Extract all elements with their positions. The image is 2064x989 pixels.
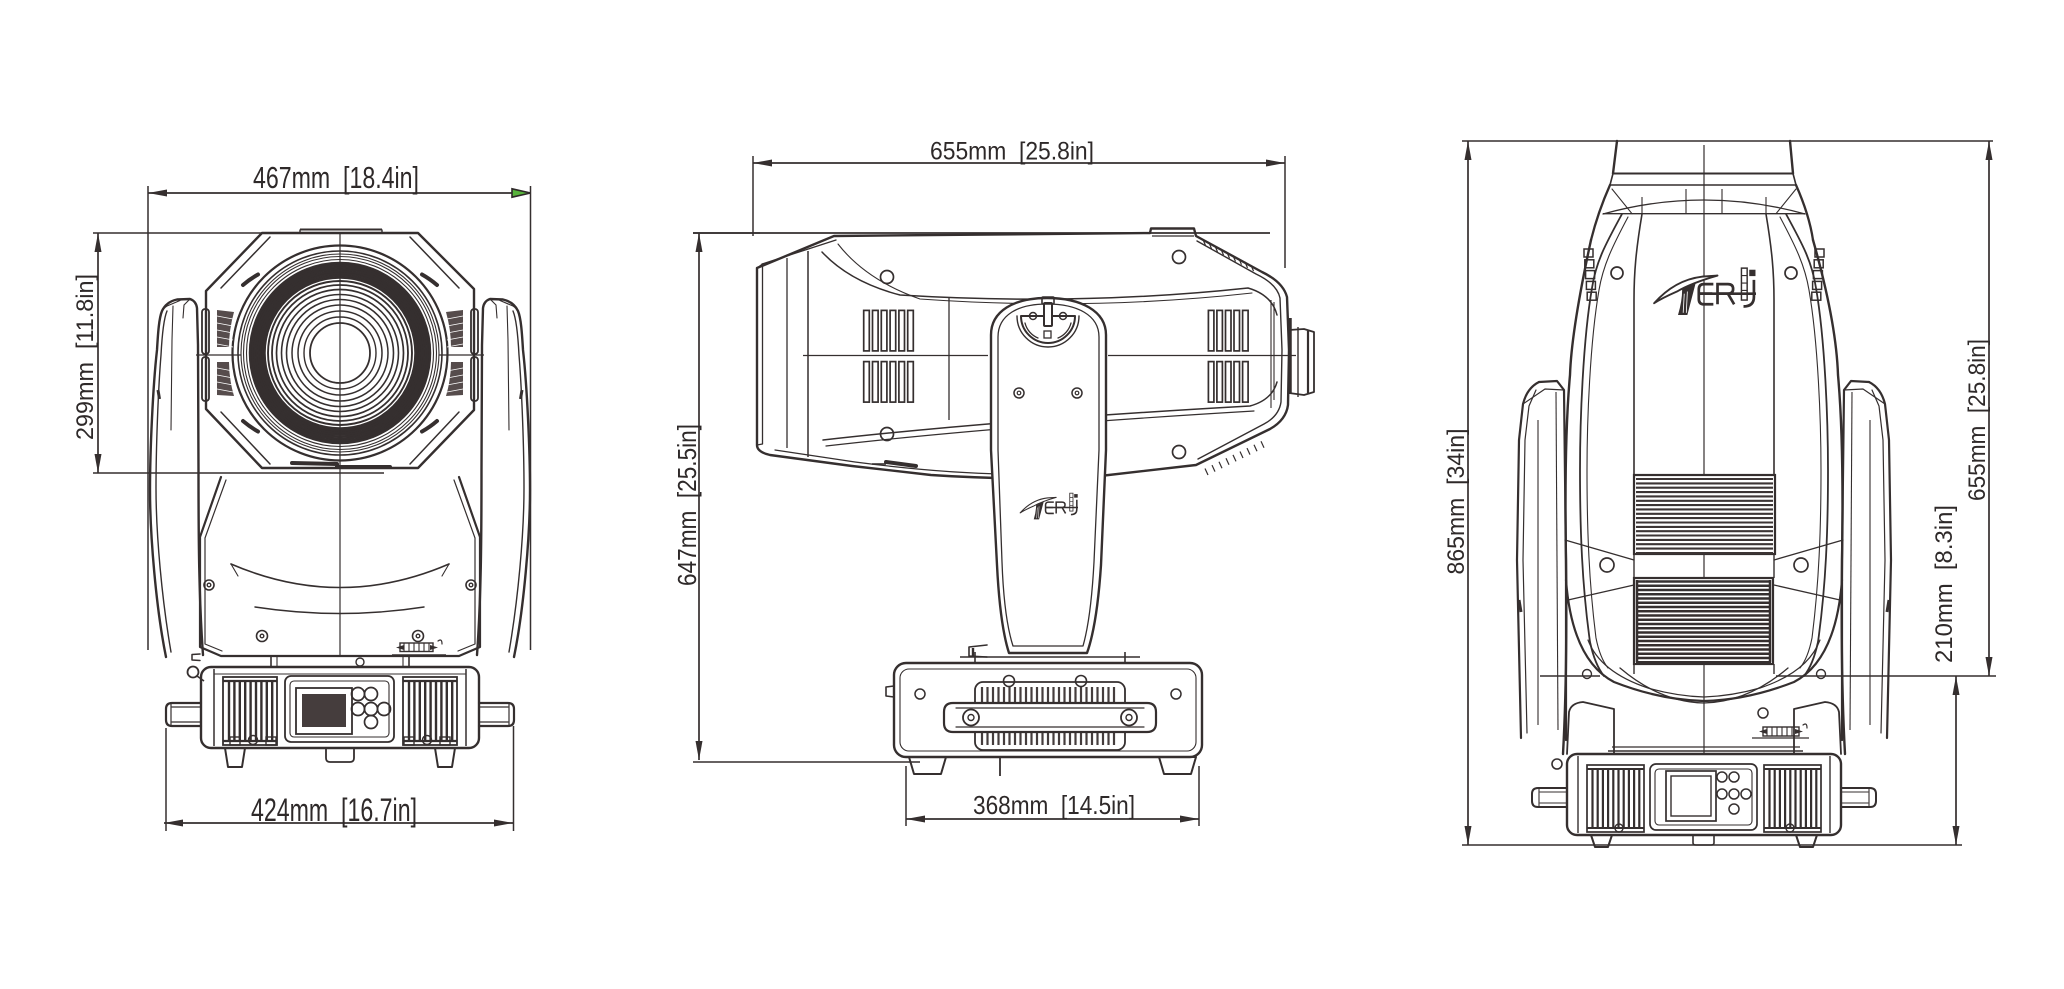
svg-text:467mm [18.4in]: 467mm [18.4in] [253,160,419,195]
svg-text:647mm [25.5in]: 647mm [25.5in] [672,424,702,586]
svg-text:865mm [34in]: 865mm [34in] [1443,429,1470,575]
svg-text:299mm [11.8in]: 299mm [11.8in] [72,274,99,440]
svg-text:424mm [16.7in]: 424mm [16.7in] [251,792,417,828]
svg-text:655mm [25.8in]: 655mm [25.8in] [1964,339,1991,501]
svg-text:210mm [8.3in]: 210mm [8.3in] [1931,505,1958,663]
svg-text:655mm [25.8in]: 655mm [25.8in] [930,138,1094,166]
svg-text:368mm [14.5in]: 368mm [14.5in] [973,790,1135,820]
